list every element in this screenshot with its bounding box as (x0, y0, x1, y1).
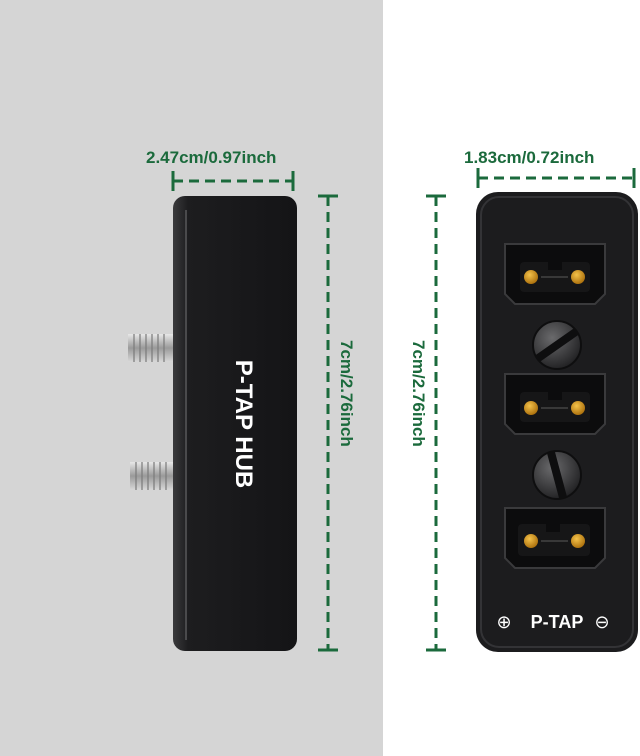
plus-symbol: ⊕ (496, 612, 511, 632)
front-label: P-TAP (531, 612, 584, 632)
connector-3-pin-right (571, 534, 585, 548)
hub-front-bevel (480, 196, 634, 648)
p-tap-connector-1 (504, 243, 606, 305)
front-width-label: 1.83cm/0.72inch (464, 148, 595, 167)
dimension-lines (171, 168, 636, 652)
p-tap-connector-3 (504, 507, 606, 569)
hub-side-view (128, 196, 297, 651)
locking-screw-1 (532, 320, 582, 370)
front-height-label: 7cm/2.76inch (409, 340, 428, 447)
connector-1-pin-left (524, 270, 538, 284)
side-label: P-TAP HUB (230, 360, 257, 488)
locking-screw-2 (532, 450, 582, 500)
hub-side-body (173, 196, 297, 651)
connector-2-pin-left (524, 401, 538, 415)
side-height-label: 7cm/2.76inch (337, 340, 356, 447)
lower-mounting-screw (130, 462, 176, 490)
hub-front-view: ⊕ P-TAP ⊖ (476, 192, 638, 652)
connector-3-pin-left (524, 534, 538, 548)
minus-symbol: ⊖ (594, 612, 609, 632)
p-tap-connector-2 (504, 373, 606, 435)
upper-screw-threads (133, 334, 165, 362)
side-width-label: 2.47cm/0.97inch (146, 148, 277, 167)
connector-2-pin-right (571, 401, 585, 415)
connector-1-pin-right (571, 270, 585, 284)
lower-screw-threads (135, 462, 167, 490)
